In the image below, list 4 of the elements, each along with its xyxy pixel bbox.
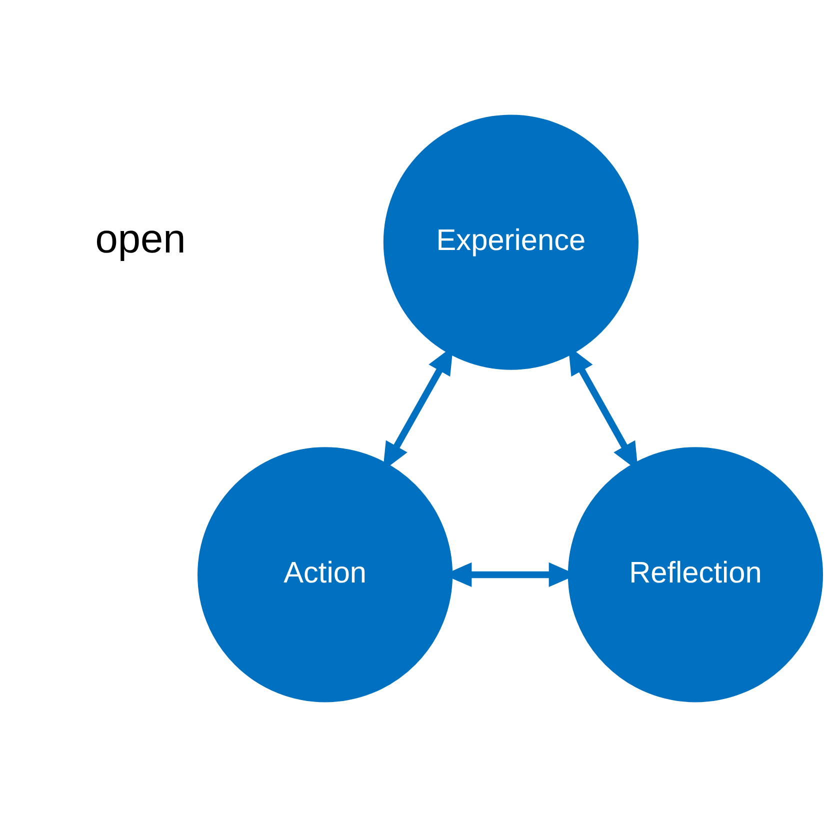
- node-circle: Experience: [383, 114, 638, 370]
- label: open: [95, 214, 186, 261]
- node-circle: Action: [198, 446, 453, 702]
- node-circle: Reflection: [568, 446, 823, 702]
